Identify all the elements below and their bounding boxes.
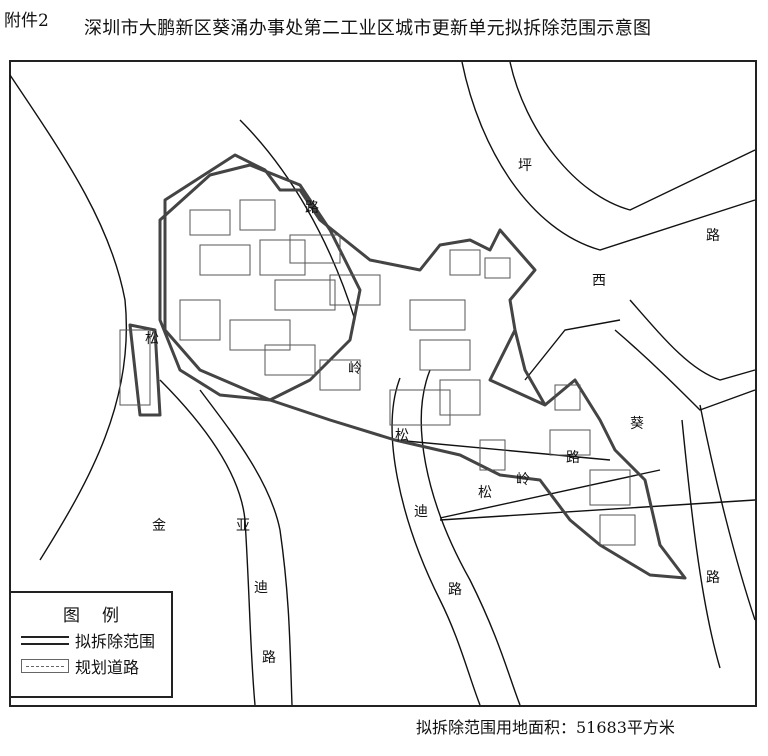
road-labels: 坪 路 西 葵 路 松 岭 松 松 岭 路 迪 路 金 亚 迪 路 路 <box>145 158 720 666</box>
demolition-boundary <box>128 153 687 580</box>
road-songling-1 <box>394 439 611 461</box>
road-kui-right <box>629 299 756 381</box>
legend-item-label: 拟拆除范围 <box>75 632 156 651</box>
road-label-song-2: 松 <box>395 428 409 444</box>
road-jinya-1 <box>159 379 256 706</box>
road-network <box>9 61 756 706</box>
building <box>389 389 451 426</box>
road-left-2 <box>239 119 356 321</box>
road-label-ling-2: 岭 <box>516 472 530 488</box>
building <box>329 274 381 306</box>
road-label-kui-road: 路 <box>706 570 720 586</box>
road-label-ping: 坪 <box>518 158 532 174</box>
demolition-boundary-symbol-icon <box>21 635 69 645</box>
road-kui-south2 <box>699 404 756 621</box>
building <box>119 329 151 406</box>
planned-road-symbol-icon <box>21 659 69 673</box>
road-pingxi-lower <box>509 61 756 211</box>
building <box>189 209 231 236</box>
road-left-1 <box>9 74 128 561</box>
attachment-label: 附件2 <box>4 11 49 31</box>
building <box>409 299 466 331</box>
map-title: 深圳市大鹏新区葵涌办事处第二工业区城市更新单元拟拆除范围示意图 <box>84 18 652 39</box>
building <box>419 339 471 371</box>
legend-item-demolition: 拟拆除范围 <box>21 629 155 651</box>
road-label-jin-di: 迪 <box>254 580 268 596</box>
building <box>554 384 581 411</box>
road-label-song-1: 松 <box>145 331 159 347</box>
building <box>239 199 276 231</box>
building <box>289 234 341 264</box>
building <box>439 379 481 416</box>
road-label-lu-2: 路 <box>566 450 580 466</box>
road-bottom-2 <box>524 319 621 381</box>
building <box>589 469 631 506</box>
building <box>274 279 336 311</box>
building <box>229 319 291 351</box>
road-label-ling-1: 岭 <box>348 361 362 377</box>
legend-item-planned-road: 规划道路 <box>21 655 139 677</box>
road-label-jin: 金 <box>152 518 166 534</box>
road-label-ya: 亚 <box>236 518 250 534</box>
road-label-di-road: 路 <box>448 582 462 598</box>
road-label-xi: 西 <box>592 273 606 289</box>
building <box>599 514 636 546</box>
buildings <box>119 199 636 546</box>
road-label-di: 迪 <box>414 504 428 520</box>
building <box>264 344 316 376</box>
road-di-right <box>420 369 521 706</box>
building <box>484 257 511 279</box>
boundary-main <box>163 153 687 580</box>
road-label-top-road: 路 <box>305 200 319 216</box>
road-kui-left <box>614 329 756 411</box>
building <box>449 249 481 276</box>
road-pingxi-upper <box>461 61 756 251</box>
building <box>259 239 306 276</box>
road-di-left <box>391 377 481 706</box>
building <box>479 439 506 471</box>
road-kui-south <box>681 419 721 669</box>
road-jinya-2 <box>199 389 293 706</box>
building <box>549 429 591 456</box>
road-label-kui: 葵 <box>630 416 644 432</box>
boundary-east-spur <box>513 329 547 406</box>
building <box>199 244 251 276</box>
area-text: 拟拆除范围用地面积：51683平方米 <box>416 718 675 737</box>
boundary-west-spur <box>128 323 162 417</box>
legend: 图例 拟拆除范围 规划道路 <box>9 591 173 698</box>
road-label-song-3: 松 <box>478 485 492 501</box>
legend-title: 图例 <box>63 606 141 626</box>
building <box>179 299 221 341</box>
building <box>319 359 361 391</box>
road-label-ping-road: 路 <box>706 228 720 244</box>
legend-item-label: 规划道路 <box>75 658 140 677</box>
road-bottom-1 <box>439 499 756 521</box>
road-label-jin-road: 路 <box>262 650 276 666</box>
boundary-inner-loop <box>158 163 362 402</box>
